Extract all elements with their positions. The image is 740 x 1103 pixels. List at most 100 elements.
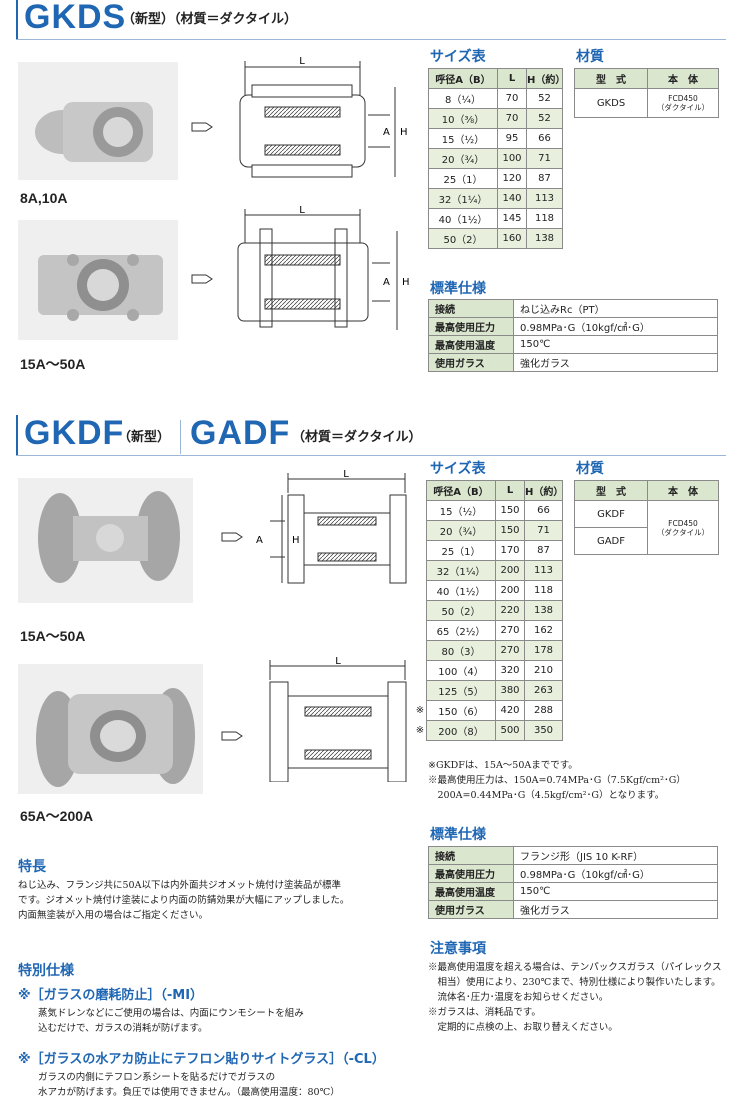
material-model: GKDS — [574, 88, 648, 118]
table-cell: 170 — [495, 540, 525, 561]
features-line-2: です。ジオメット焼付け塗装により内面の防錆効果が大幅にアップしました。 — [18, 895, 350, 906]
gkdf-photo-small — [18, 478, 193, 603]
th-size: 呼径A（B） — [426, 480, 496, 501]
special-cl-line-2: 水アカが防げます。負圧では使用できません。（最高使用温度：80℃） — [38, 1087, 340, 1098]
gkdf-drawing-1: L A H — [221, 469, 407, 584]
table-cell — [414, 500, 427, 521]
gkds-dim-H2: H — [402, 277, 410, 288]
gkds-photo-label-1: 8A,10A — [20, 190, 68, 206]
gkdf-title-1: GKDF — [24, 414, 125, 452]
table-cell: 113 — [524, 560, 563, 581]
gkdf-title-bar — [16, 415, 18, 455]
table-cell: 270 — [495, 620, 525, 641]
table-cell: 52 — [526, 108, 563, 129]
material-body: FCD450 （ダクタイル） — [647, 88, 719, 118]
gkdf-drawing-2: L — [221, 656, 407, 782]
table-cell: 145 — [497, 208, 527, 229]
table-cell — [414, 560, 427, 581]
table-cell: 263 — [524, 680, 563, 701]
table-cell: 120 — [497, 168, 527, 189]
table-cell: 118 — [524, 580, 563, 601]
table-cell: 70 — [497, 88, 527, 109]
gkdf-title-divider — [180, 420, 181, 454]
table-cell: 200（8） — [426, 720, 496, 741]
caution-line-2: 相当）使用により、230℃まで、特別仕様により製作いたします。 — [428, 977, 721, 988]
caution-line-1: ※最高使用温度を超える場合は、テンパックスガラス（パイレックス — [428, 962, 722, 973]
gkds-dim-L: L — [299, 56, 305, 67]
th-body: 本 体 — [647, 480, 719, 501]
table-cell: 20（¾） — [428, 148, 498, 169]
spec-key: 使用ガラス — [428, 900, 514, 919]
gkds-spec-title: 標準仕様 — [430, 281, 486, 297]
th-model: 型 式 — [574, 68, 648, 89]
table-cell: 200 — [495, 580, 525, 601]
table-cell: 380 — [495, 680, 525, 701]
table-cell — [414, 600, 427, 621]
features-title: 特長 — [18, 859, 46, 875]
caution-line-5: 定期的に点検の上、お取り替えください。 — [428, 1022, 618, 1033]
gkds-material-title: 材質 — [576, 49, 604, 65]
gkds-size-title: サイズ表 — [430, 49, 486, 65]
special-mi-line-1: 蒸気ドレンなどにご使用の場合は、内面にウンモシートを組み — [38, 1008, 304, 1019]
gkds-dim-L2: L — [299, 205, 305, 216]
table-cell: 71 — [526, 148, 563, 169]
spec-key: 使用ガラス — [428, 353, 514, 372]
table-cell — [414, 540, 427, 561]
gkds-header-rule — [16, 39, 726, 40]
table-cell: 150（6） — [426, 700, 496, 721]
table-cell: 25（1） — [428, 168, 498, 189]
table-cell: 350 — [524, 720, 563, 741]
gkds-dim-H: H — [400, 127, 408, 138]
spec-value: 0.98MPa･G（10kgf/㎠･G） — [513, 864, 718, 883]
table-cell: 138 — [524, 600, 563, 621]
table-cell: 15（½） — [426, 500, 496, 521]
caution-line-3: 流体名･圧力･温度をお知らせください。 — [428, 992, 609, 1003]
caution-line-4: ※ガラスは、消耗品です。 — [428, 1007, 541, 1018]
spec-row: 接続ねじ込みRc（PT） — [428, 299, 718, 318]
table-cell: 71 — [524, 520, 563, 541]
gkdf-dim-H: H — [292, 535, 300, 546]
special-cl-text: ガラスの内側にテフロン系シートを貼るだけでガラスの 水アカが防げます。負圧では使… — [38, 1070, 418, 1100]
table-cell: 15（½） — [428, 128, 498, 149]
gkds-photo-small — [18, 62, 178, 180]
th-size: 呼径A（B） — [428, 68, 498, 89]
caution-title: 注意事項 — [430, 941, 486, 957]
spec-key: 最高使用圧力 — [428, 864, 514, 883]
gkdf-photo-large — [18, 664, 203, 794]
table-cell: 50（2） — [428, 228, 498, 249]
gkdf-notes: ※GKDFは、15A～50Aまでです。 ※最高使用圧力は、150A=0.74MP… — [428, 758, 728, 803]
table-cell: 32（1¼） — [428, 188, 498, 209]
gkdf-note-1: ※GKDFは、15A～50Aまでです。 — [428, 760, 578, 771]
gkdf-photo-label-2: 65A～200A — [20, 808, 94, 824]
gkdf-dim-L2: L — [335, 656, 341, 667]
gkdf-note-3: 200A=0.44MPa･G（4.5kgf/cm²･G）となります。 — [428, 790, 665, 801]
th-L: L — [495, 480, 525, 501]
table-cell — [414, 620, 427, 641]
spec-key: 最高使用圧力 — [428, 317, 514, 336]
gkdf-dim-A: A — [256, 535, 263, 546]
th-H: H（約） — [526, 68, 565, 89]
table-cell: 20（¾） — [426, 520, 496, 541]
table-cell — [414, 640, 427, 661]
spec-row: 接続フランジ形（JIS 10 K-RF） — [428, 846, 718, 865]
table-cell: 140 — [497, 188, 527, 209]
gkdf-size-title: サイズ表 — [430, 461, 486, 477]
material-model-2: GADF — [574, 527, 648, 555]
table-cell: 162 — [524, 620, 563, 641]
gkdf-header-rule — [16, 455, 726, 456]
table-cell — [414, 520, 427, 541]
